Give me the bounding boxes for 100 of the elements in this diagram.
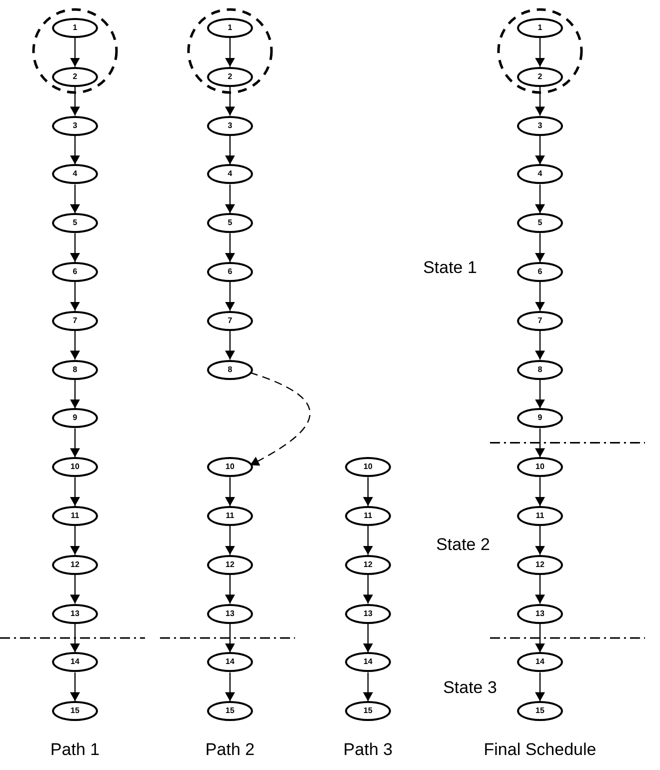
task-node: 5 xyxy=(517,213,563,234)
task-node: 15 xyxy=(207,701,253,722)
arrow xyxy=(363,574,373,604)
task-node: 2 xyxy=(207,66,253,87)
task-node: 13 xyxy=(207,604,253,624)
arrow xyxy=(225,574,235,604)
arrow xyxy=(70,233,80,262)
arrow xyxy=(535,86,545,116)
arrow xyxy=(70,282,80,311)
arrow xyxy=(70,428,80,458)
task-node: 8 xyxy=(207,360,253,380)
task-node: 1 xyxy=(207,18,253,38)
task-node: 13 xyxy=(52,604,98,624)
arrow xyxy=(535,184,545,214)
dashed-group-circle xyxy=(187,8,273,94)
arrow xyxy=(225,38,235,67)
task-node: 10 xyxy=(345,457,391,478)
arrow xyxy=(225,184,235,214)
arrow xyxy=(535,526,545,555)
task-node: 14 xyxy=(345,652,391,672)
task-node: 15 xyxy=(52,701,98,722)
task-node: 12 xyxy=(517,554,563,575)
task-node: 7 xyxy=(207,310,253,331)
arrow xyxy=(70,330,80,360)
arrow xyxy=(535,136,545,164)
arrow xyxy=(535,477,545,506)
arrow xyxy=(535,38,545,67)
arrow xyxy=(535,624,545,652)
task-node: 13 xyxy=(345,604,391,624)
arrow xyxy=(535,672,545,702)
task-node: 4 xyxy=(52,164,98,184)
task-node: 8 xyxy=(517,360,563,380)
column-caption: Path 1 xyxy=(50,740,100,760)
task-node: 3 xyxy=(207,116,253,136)
task-node: 3 xyxy=(52,116,98,136)
task-node: 15 xyxy=(345,701,391,722)
arrow xyxy=(535,380,545,408)
arrow xyxy=(535,330,545,360)
task-node: 6 xyxy=(517,262,563,282)
arrow xyxy=(225,477,235,506)
arrow xyxy=(363,477,373,506)
task-node: 9 xyxy=(52,408,98,428)
task-node: 15 xyxy=(517,701,563,722)
arrow xyxy=(363,672,373,702)
arrow xyxy=(225,136,235,164)
task-node: 12 xyxy=(52,554,98,575)
column-caption: Final Schedule xyxy=(484,740,596,760)
task-node: 10 xyxy=(52,457,98,478)
arrow xyxy=(70,526,80,555)
arrow xyxy=(70,86,80,116)
task-node: 11 xyxy=(52,506,98,526)
arrow xyxy=(70,380,80,408)
state-label: State 1 xyxy=(423,258,477,278)
arrow xyxy=(225,330,235,360)
task-node: 14 xyxy=(517,652,563,672)
arrow xyxy=(535,574,545,604)
state-label: State 2 xyxy=(436,535,490,555)
arrow xyxy=(535,428,545,458)
task-node: 5 xyxy=(52,213,98,234)
arrow xyxy=(70,672,80,702)
arrow xyxy=(70,184,80,214)
task-node: 10 xyxy=(517,457,563,478)
dashed-group-circle xyxy=(497,8,583,94)
task-node: 4 xyxy=(517,164,563,184)
state-label: State 3 xyxy=(443,678,497,698)
arrow xyxy=(225,526,235,555)
task-node: 13 xyxy=(517,604,563,624)
arrow xyxy=(70,574,80,604)
task-node: 6 xyxy=(52,262,98,282)
task-node: 12 xyxy=(345,554,391,575)
arrow xyxy=(363,624,373,652)
column-caption: Path 3 xyxy=(343,740,393,760)
task-node: 1 xyxy=(517,18,563,38)
task-node: 1 xyxy=(52,18,98,38)
arrow xyxy=(250,372,310,466)
task-node: 7 xyxy=(52,310,98,331)
arrow xyxy=(70,38,80,67)
task-node: 2 xyxy=(517,66,563,87)
task-node: 11 xyxy=(207,506,253,526)
task-node: 4 xyxy=(207,164,253,184)
task-node: 14 xyxy=(207,652,253,672)
arrow xyxy=(535,233,545,262)
arrow xyxy=(535,282,545,311)
task-node: 9 xyxy=(517,408,563,428)
task-node: 10 xyxy=(207,457,253,478)
arrow xyxy=(225,672,235,702)
arrow xyxy=(70,136,80,164)
arrow xyxy=(70,477,80,506)
task-node: 8 xyxy=(52,360,98,380)
task-node: 14 xyxy=(52,652,98,672)
arrow xyxy=(363,526,373,555)
arrow xyxy=(225,233,235,262)
arrow xyxy=(225,282,235,311)
task-node: 12 xyxy=(207,554,253,575)
dashed-group-circle xyxy=(32,8,118,94)
column-caption: Path 2 xyxy=(205,740,255,760)
task-node: 5 xyxy=(207,213,253,234)
arrow xyxy=(225,624,235,652)
task-node: 11 xyxy=(517,506,563,526)
arrow xyxy=(225,86,235,116)
